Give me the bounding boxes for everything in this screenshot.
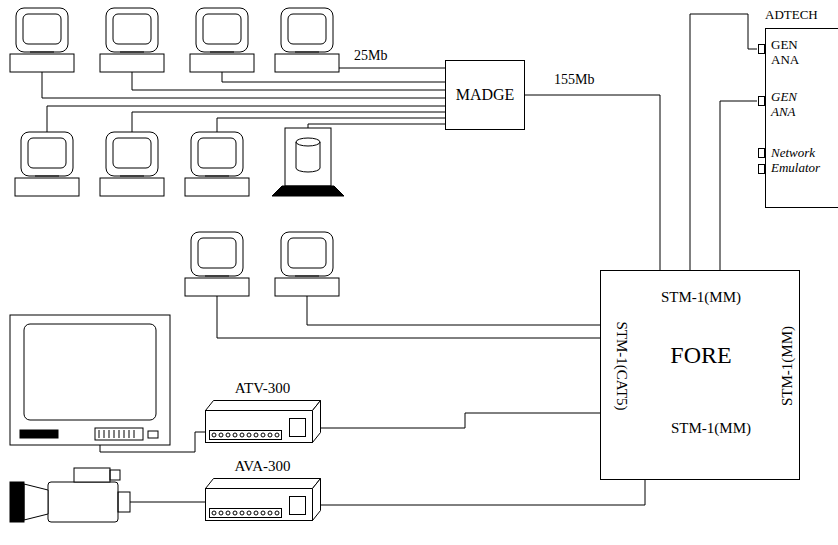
pc-icon xyxy=(10,8,74,72)
port-label: STM-1(MM) xyxy=(671,420,751,437)
link-cable xyxy=(525,95,660,270)
cable xyxy=(130,502,205,503)
port-label: GEN ANA xyxy=(771,90,797,120)
cable xyxy=(339,68,445,69)
cable xyxy=(42,72,445,98)
port-connector xyxy=(758,96,765,106)
pc-icon xyxy=(100,8,164,72)
port-label: GEN ANA xyxy=(771,38,799,68)
tv-monitor xyxy=(10,315,170,445)
bandwidth-label: 155Mb xyxy=(552,72,596,88)
server-icon xyxy=(272,128,344,196)
cable xyxy=(100,432,205,452)
port-connector xyxy=(758,148,765,158)
pc-icon xyxy=(275,8,339,72)
codec-unit xyxy=(205,478,321,522)
cable xyxy=(132,72,445,90)
link-cable xyxy=(720,101,757,270)
link-cable xyxy=(320,480,645,505)
port-label: Network Emulator xyxy=(771,146,820,176)
cable xyxy=(132,112,445,132)
cable xyxy=(217,296,600,338)
pc-icon xyxy=(190,8,254,72)
node-label: ATV-300 xyxy=(235,380,290,397)
pc-icon xyxy=(185,132,249,196)
switch-box: STM-1(MM) STM-1(CAT5) FORE STM-1(MM) STM-1(M… xyxy=(600,270,800,480)
cable xyxy=(307,296,600,325)
pc-icon xyxy=(100,132,164,196)
video-camera xyxy=(10,468,130,522)
codec-device: ATV-300 xyxy=(205,380,320,444)
port-connector xyxy=(758,164,765,174)
link-cable xyxy=(690,14,757,270)
bandwidth-label: 25Mb xyxy=(352,48,389,64)
cable xyxy=(47,106,445,132)
port-label: STM-1(MM) xyxy=(779,326,796,406)
node-label: STM-1(MM) xyxy=(661,289,741,306)
cable xyxy=(308,124,445,128)
cable xyxy=(217,118,445,132)
codec-device: AVA-300 xyxy=(205,458,320,522)
analyzer-box: ADTECH GEN ANA GEN ANA Network Emulator xyxy=(757,8,838,208)
pc-icon xyxy=(275,232,339,296)
cable xyxy=(222,72,445,82)
node-label: MADGE xyxy=(456,86,515,104)
node-label: AVA-300 xyxy=(234,458,290,475)
port-label: FORE xyxy=(670,342,731,370)
port-label: STM-1(CAT5) xyxy=(612,321,629,410)
pc-icon xyxy=(185,232,249,296)
link-cable xyxy=(320,413,600,428)
illustration-group xyxy=(10,8,600,522)
node-label: ADTECH xyxy=(765,8,818,23)
hub-box: MADGE xyxy=(445,60,525,130)
pc-icon xyxy=(15,132,79,196)
port-connector xyxy=(758,44,765,54)
codec-unit xyxy=(205,400,321,444)
